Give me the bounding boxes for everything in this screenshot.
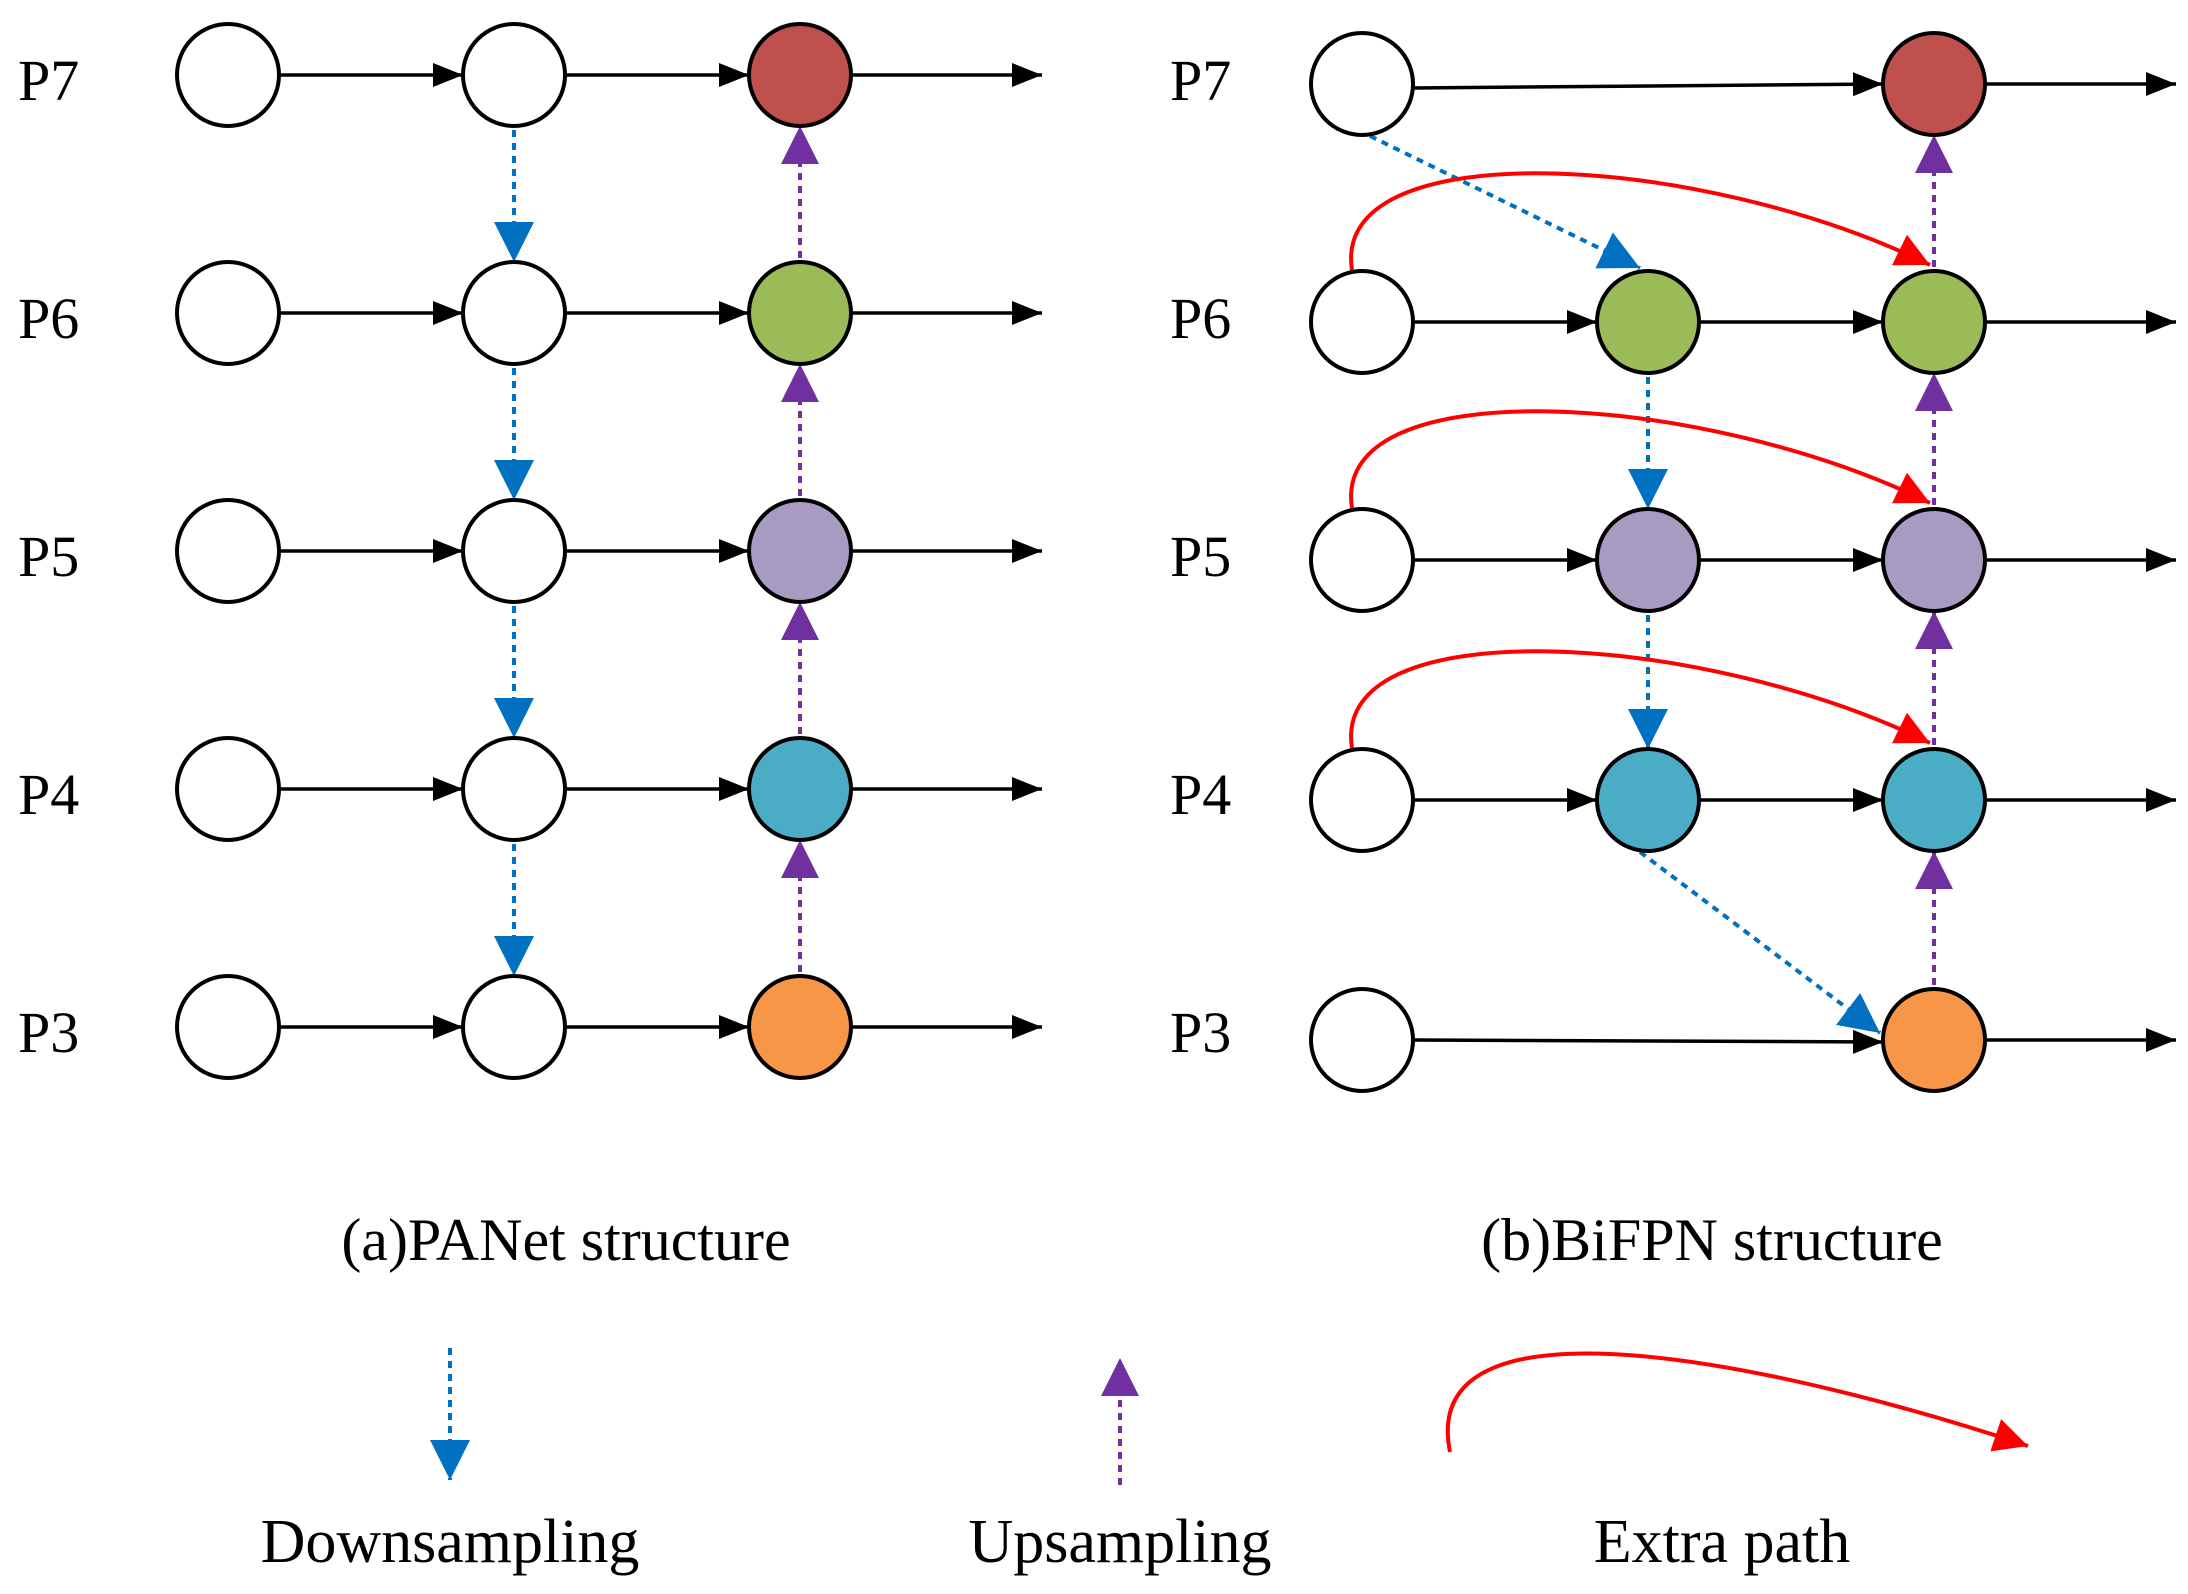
panet-level-label-p7: P7 bbox=[18, 48, 79, 113]
bifpn-extra-path-p4 bbox=[1349, 649, 1931, 749]
bifpn-node-p5-td bbox=[1595, 507, 1701, 613]
bifpn-arrow-p3-skip bbox=[1412, 1029, 1884, 1054]
legend-extra-path-arrow bbox=[1445, 1351, 2029, 1453]
panet-node-p3-out bbox=[747, 974, 853, 1080]
bifpn-node-p7-input bbox=[1309, 31, 1415, 137]
bifpn-extra-path-p6 bbox=[1349, 171, 1931, 271]
bifpn-down-arrow-p4-p3 bbox=[1638, 850, 1882, 1035]
panet-node-p7-out bbox=[747, 22, 853, 128]
bifpn-level-label-p4: P4 bbox=[1170, 762, 1231, 827]
panet-caption: (a)PANet structure bbox=[341, 1207, 790, 1273]
panet-level-label-p3: P3 bbox=[18, 1000, 79, 1065]
panet-node-p7-input bbox=[175, 22, 281, 128]
bifpn-caption: (b)BiFPN structure bbox=[1481, 1207, 1943, 1273]
panet-node-p4-out bbox=[747, 736, 853, 842]
panet-level-label-p6: P6 bbox=[18, 286, 79, 351]
panet-level-label-p4: P4 bbox=[18, 762, 79, 827]
bifpn-down-arrow-p7-p6 bbox=[1369, 134, 1641, 270]
bifpn-node-p4-td bbox=[1595, 747, 1701, 853]
legend bbox=[430, 1348, 2029, 1485]
panet-node-p5-out bbox=[747, 498, 853, 604]
panet-node-p6-out bbox=[747, 260, 853, 366]
bifpn-node-p4-out bbox=[1881, 747, 1987, 853]
panet-node-p5-input bbox=[175, 498, 281, 604]
panet-level-label-p5: P5 bbox=[18, 524, 79, 589]
bifpn-node-p5-input bbox=[1309, 507, 1415, 613]
panet-node-p6-td bbox=[461, 260, 567, 366]
legend-upsampling-label: Upsampling bbox=[968, 1508, 1271, 1576]
bifpn-node-p3-input bbox=[1309, 987, 1415, 1093]
panet-node-p7-td bbox=[461, 22, 567, 128]
bifpn-node-p4-input bbox=[1309, 747, 1415, 853]
bifpn-node-p3-out bbox=[1881, 987, 1987, 1093]
bifpn-extra-path-p5 bbox=[1349, 409, 1931, 509]
bifpn-node-p5-out bbox=[1881, 507, 1987, 613]
legend-extra-path-label: Extra path bbox=[1594, 1508, 1851, 1576]
bifpn-node-p6-input bbox=[1309, 269, 1415, 375]
panet-diagram bbox=[175, 22, 1042, 1080]
bifpn-level-label-p5: P5 bbox=[1170, 524, 1231, 589]
legend-downsampling-label: Downsampling bbox=[261, 1508, 640, 1576]
bifpn-node-p6-out bbox=[1881, 269, 1987, 375]
panet-node-p4-td bbox=[461, 736, 567, 842]
panet-node-p5-td bbox=[461, 498, 567, 604]
panet-node-p3-td bbox=[461, 974, 567, 1080]
bifpn-level-label-p6: P6 bbox=[1170, 286, 1231, 351]
bifpn-node-p7-out bbox=[1881, 31, 1987, 137]
bifpn-node-p6-td bbox=[1595, 269, 1701, 375]
panet-node-p6-input bbox=[175, 260, 281, 366]
bifpn-arrow-p7-skip bbox=[1412, 72, 1884, 97]
bifpn-level-label-p3: P3 bbox=[1170, 1000, 1231, 1065]
bifpn-diagram bbox=[1309, 31, 2176, 1093]
panet-node-p4-input bbox=[175, 736, 281, 842]
panet-node-p3-input bbox=[175, 974, 281, 1080]
bifpn-level-label-p7: P7 bbox=[1170, 48, 1231, 113]
